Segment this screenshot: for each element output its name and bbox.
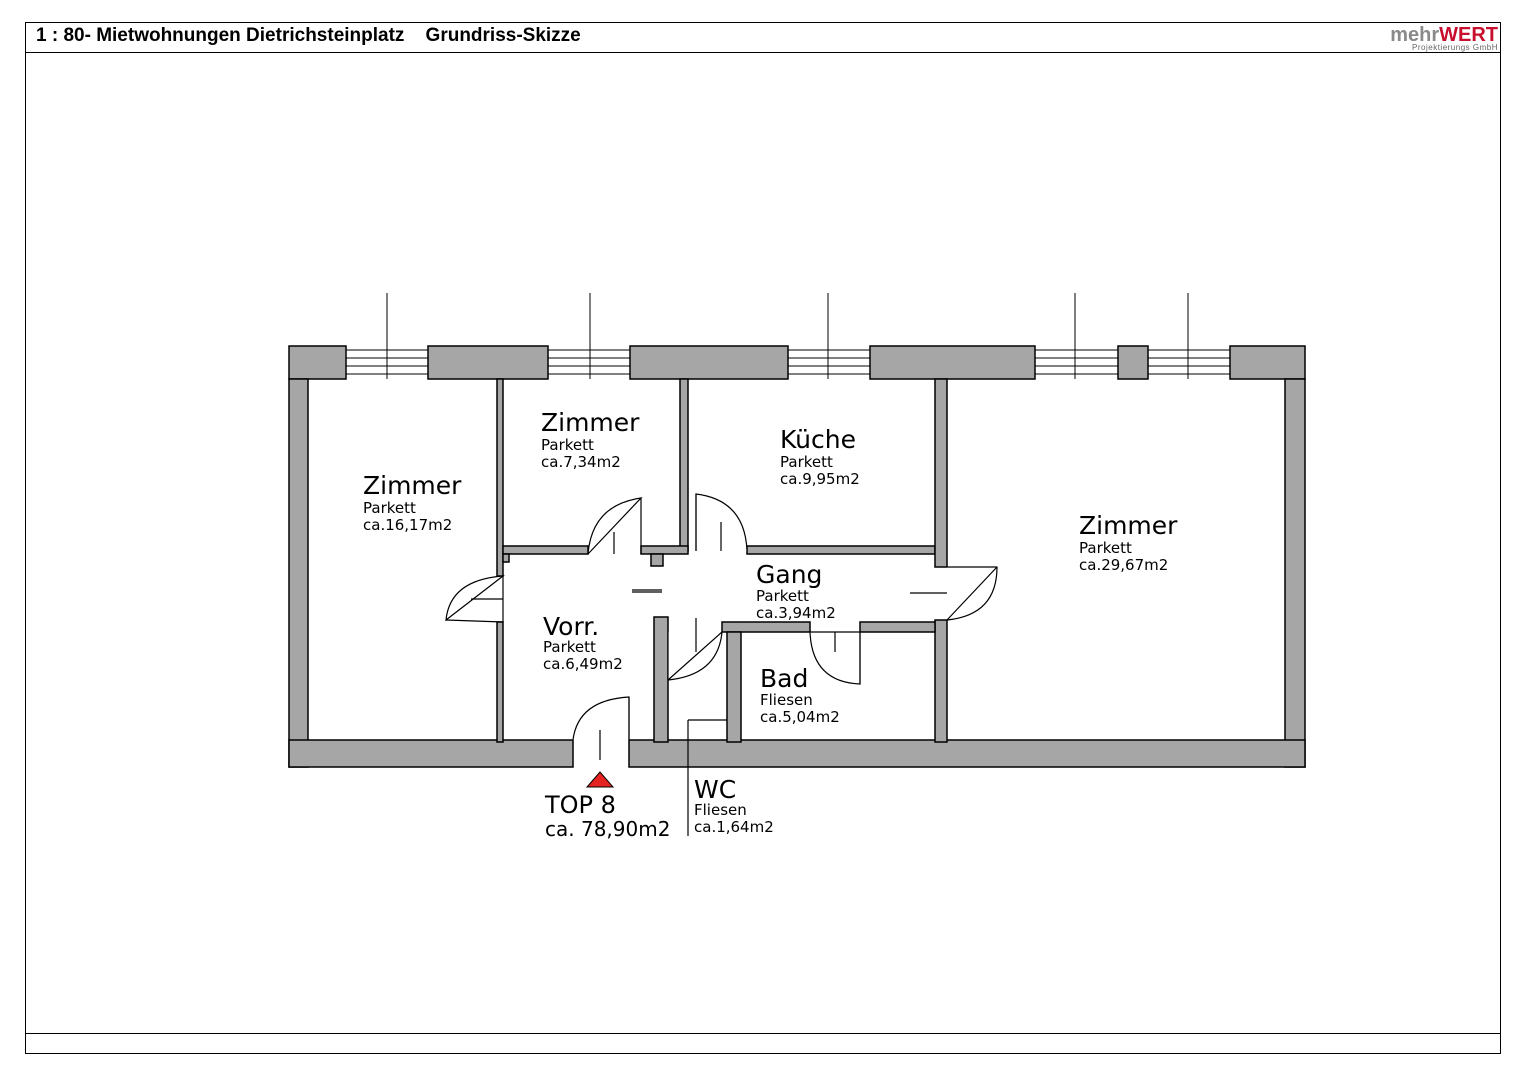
room-label-vorraum: Vorr. Parkett ca.6,49m2 xyxy=(543,612,623,673)
footer-divider xyxy=(25,1033,1501,1034)
room-area: ca.5,04m2 xyxy=(760,708,840,726)
door-swings xyxy=(445,493,998,741)
page-title: 1 : 80- Mietwohnungen Dietrichsteinplatz… xyxy=(36,25,581,46)
room-area: ca.9,95m2 xyxy=(780,470,860,488)
room-area: ca.3,94m2 xyxy=(756,604,836,622)
logo-subtitle: Projektierungs GmbH xyxy=(1412,43,1498,52)
room-label-kueche: Küche Parkett ca.9,95m2 xyxy=(780,425,860,488)
window-sills xyxy=(346,349,1230,375)
room-label-zimmer-3: Zimmer Parkett ca.29,67m2 xyxy=(1079,511,1178,574)
logo-wordmark: mehrWERT xyxy=(1390,24,1498,47)
room-name: Küche xyxy=(780,425,856,454)
header-divider xyxy=(25,52,1501,53)
unit-name: TOP 8 xyxy=(544,791,616,819)
window-markers xyxy=(386,293,1189,379)
room-name: WC xyxy=(694,775,736,804)
room-area: ca.6,49m2 xyxy=(543,655,623,673)
drawing-frame xyxy=(25,22,1501,1054)
room-name: Vorr. xyxy=(543,612,599,641)
room-floor: Parkett xyxy=(363,499,416,517)
unit-label: TOP 8 ca. 78,90m2 xyxy=(544,791,670,841)
room-floor: Fliesen xyxy=(694,801,747,819)
room-floor: Parkett xyxy=(543,638,596,656)
room-label-wc: WC Fliesen ca.1,64m2 xyxy=(694,775,774,836)
room-floor: Fliesen xyxy=(760,691,813,709)
logo-part-1: mehr xyxy=(1390,24,1440,46)
room-floor: Parkett xyxy=(756,587,809,605)
room-name: Zimmer xyxy=(1079,511,1178,540)
room-label-gang: Gang Parkett ca.3,94m2 xyxy=(756,560,836,622)
room-area: ca.29,67m2 xyxy=(1079,556,1168,574)
room-name: Zimmer xyxy=(363,471,462,500)
door-indicators xyxy=(471,522,947,836)
room-floor: Parkett xyxy=(1079,539,1132,557)
room-label-zimmer-1: Zimmer Parkett ca.16,17m2 xyxy=(363,471,462,534)
room-name: Bad xyxy=(760,664,808,693)
logo-part-2: WERT xyxy=(1439,24,1498,46)
walls xyxy=(288,345,1306,768)
company-logo: mehrWERT Projektierungs GmbH xyxy=(1368,24,1500,52)
room-floor: Parkett xyxy=(780,453,833,471)
room-name: Zimmer xyxy=(541,408,640,437)
entrance-marker xyxy=(585,771,615,788)
unit-area: ca. 78,90m2 xyxy=(545,817,670,841)
room-floor: Parkett xyxy=(541,436,594,454)
room-area: ca.16,17m2 xyxy=(363,516,452,534)
room-label-bad: Bad Fliesen ca.5,04m2 xyxy=(760,664,840,726)
room-area: ca.1,64m2 xyxy=(694,818,774,836)
room-area: ca.7,34m2 xyxy=(541,453,621,471)
room-label-zimmer-2: Zimmer Parkett ca.7,34m2 xyxy=(541,408,640,471)
room-name: Gang xyxy=(756,560,822,589)
